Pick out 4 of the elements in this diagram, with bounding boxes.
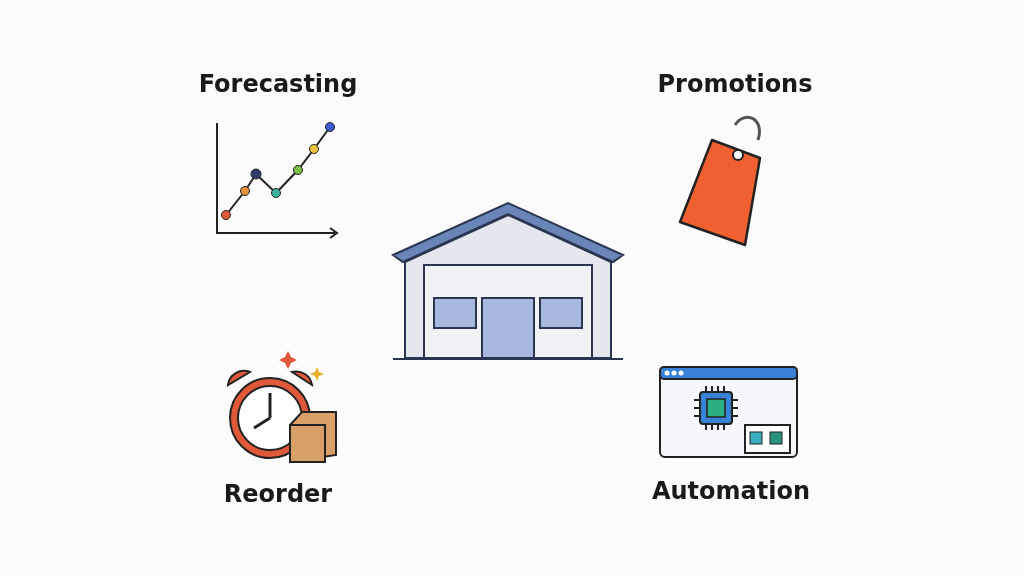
section-heading: Forecasting [198,70,358,98]
section-heading: Automation [651,477,811,505]
section-heading: Promotions [657,70,813,98]
section-heading: Reorder [223,480,333,508]
